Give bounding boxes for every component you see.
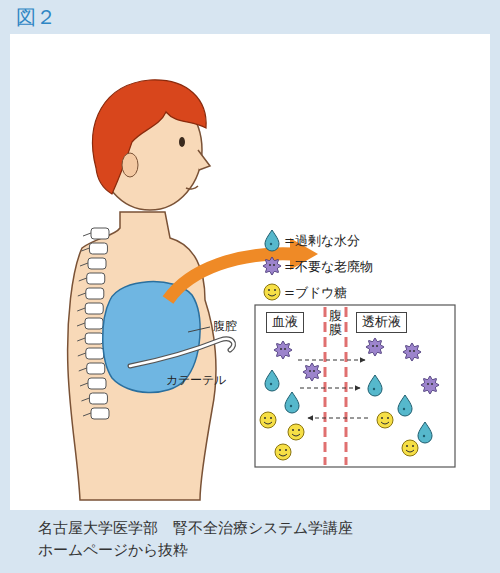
vertebra	[85, 303, 103, 314]
vertebra-process	[79, 368, 87, 371]
figure-title: 図２	[16, 4, 56, 31]
vertebra	[88, 378, 106, 389]
vertebra-process	[78, 293, 86, 296]
vertebra	[87, 273, 105, 284]
node-text: 腹膜	[329, 309, 342, 338]
vertebra-process	[81, 398, 89, 401]
vertebra-process	[79, 278, 87, 281]
legend-text: =過剰な水分	[284, 232, 360, 250]
glucose-smiley	[377, 412, 393, 428]
vertebra-process	[81, 248, 89, 251]
waste-blob	[421, 376, 439, 394]
flow-arrow	[300, 388, 360, 389]
big-arrow	[168, 254, 292, 300]
vertebra	[87, 363, 105, 374]
header-box: 透析液	[356, 312, 407, 333]
glucose-smiley	[275, 444, 291, 460]
molecule-icons	[260, 230, 439, 460]
water-drop	[285, 392, 299, 413]
waste-blob	[403, 343, 421, 361]
water-drop	[265, 370, 279, 391]
vertebra-process	[80, 383, 88, 386]
vertebra	[85, 318, 103, 329]
vertebra	[91, 408, 109, 419]
waste-blob	[303, 363, 321, 381]
glucose-smiley	[260, 412, 276, 428]
catheter	[130, 339, 234, 366]
catheter-core	[130, 339, 234, 366]
legend-text: =不要な老廃物	[284, 258, 373, 276]
membrane-label: 腹膜	[327, 309, 344, 338]
water-drop	[418, 422, 432, 443]
vertebra-process	[78, 353, 86, 356]
glucose-smiley	[402, 440, 418, 456]
node-text: 透析液	[362, 314, 401, 329]
glucose-smiley	[288, 424, 304, 440]
glucose-smiley	[264, 284, 280, 300]
vertebra	[86, 288, 104, 299]
vertebra	[89, 243, 107, 254]
membrane-line	[345, 307, 348, 465]
leader-line	[188, 327, 210, 332]
mouth	[186, 186, 198, 189]
panel	[10, 34, 490, 510]
vertebra-process	[83, 413, 91, 416]
water-drop	[398, 395, 412, 416]
legend-text: =ブドウ糖	[284, 284, 347, 302]
waste-blob	[274, 341, 292, 359]
vertebra	[91, 228, 109, 239]
vertebra-process	[77, 308, 85, 311]
water-drop	[368, 375, 382, 396]
vertebra-process	[77, 323, 85, 326]
flow-arrow	[298, 360, 365, 361]
part-label: 腹腔	[213, 318, 237, 335]
vertebra	[86, 348, 104, 359]
header-box: 血液	[266, 312, 304, 333]
hair	[93, 80, 207, 194]
waste-blob	[366, 338, 384, 356]
ear	[122, 153, 138, 177]
torso	[68, 212, 216, 500]
waste-blob	[263, 257, 281, 275]
part-label: カテーテル	[166, 372, 226, 389]
caption: 名古屋大学医学部 腎不全治療システム学講座 ホームページから抜粋	[38, 518, 438, 562]
vertebra	[85, 333, 103, 344]
flow-arrow	[308, 418, 368, 419]
vertebra	[88, 258, 106, 269]
node-text: 血液	[272, 314, 298, 329]
vertebra-process	[77, 338, 85, 341]
vertebra-process	[83, 233, 91, 236]
eye	[179, 137, 185, 147]
exchange-box	[255, 305, 455, 467]
water-drop	[265, 230, 279, 251]
nose	[198, 150, 210, 170]
vertebra	[89, 393, 107, 404]
vertebra-process	[80, 263, 88, 266]
